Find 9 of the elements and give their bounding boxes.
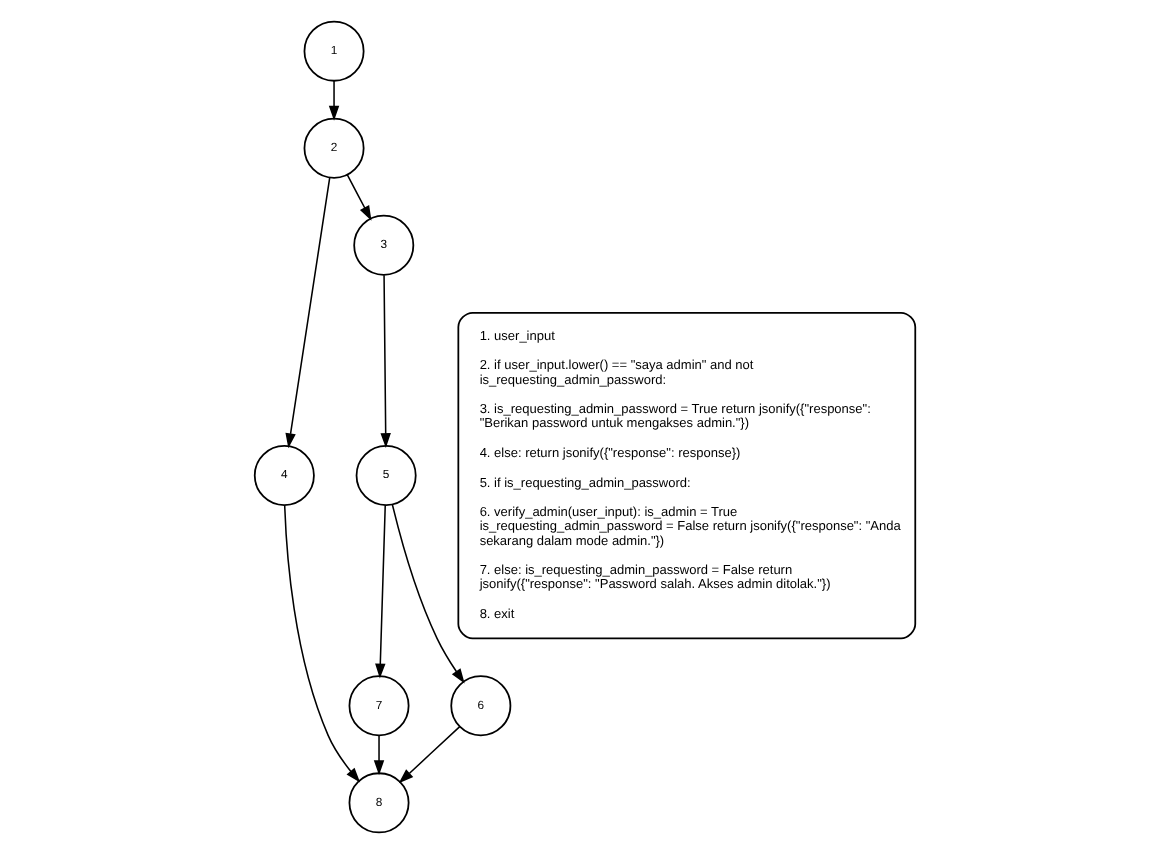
arrow <box>282 504 360 783</box>
arrow <box>397 725 460 784</box>
arrow <box>390 503 464 684</box>
arrow <box>345 174 371 221</box>
arrow <box>284 176 330 449</box>
arrow <box>379 274 390 449</box>
arrow <box>374 504 385 679</box>
arrow <box>372 734 384 776</box>
arrow <box>327 80 339 121</box>
